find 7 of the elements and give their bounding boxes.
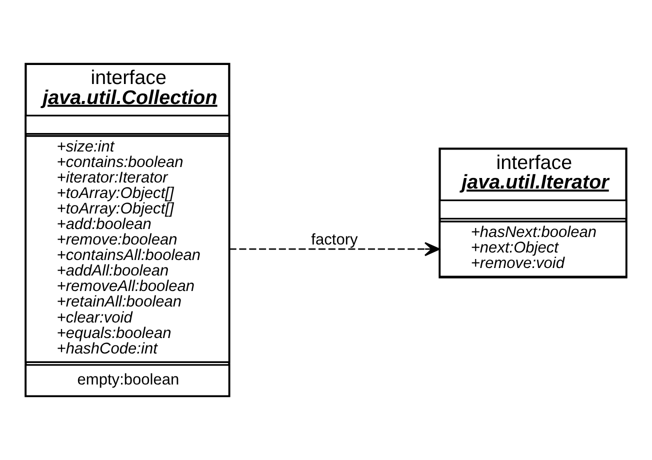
- node-box: empty:boolean: [24, 364, 230, 397]
- arrow: [229, 242, 440, 256]
- node-box: [24, 114, 230, 135]
- node-box: [438, 199, 628, 220]
- node-box: +hasNext:boolean +next:Object +remove:void: [438, 220, 628, 278]
- node-box: +size:int +contains:boolean +iterator:Iterator +toArray:Object[] +toArray:Object[] +add:boolean +remove:boolean +containsAll:boolean +addAll:boolean +removeAll:boolean +retainAll:boolean +clear:void +equals:boolean +hashCode:int: [24, 135, 230, 363]
- edge-label: factory: [311, 232, 358, 249]
